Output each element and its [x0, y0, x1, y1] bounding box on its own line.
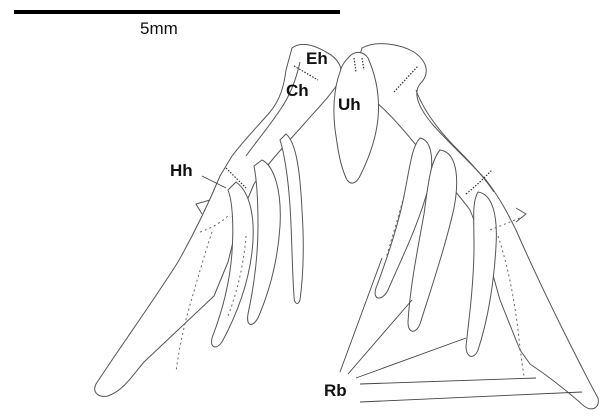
label-hh: Hh: [170, 161, 193, 180]
rb-leader-line-2: [348, 300, 412, 374]
scale-bar-label: 5mm: [140, 19, 178, 38]
hh-leader-line: [202, 176, 226, 188]
label-ch: Ch: [286, 81, 309, 100]
left-ray-dotted-margin-1: [176, 232, 212, 372]
right-ch-eh-suture: [394, 66, 418, 92]
rb-leader-line-1: [340, 258, 382, 372]
left-ray-dotted-margin-3: [200, 214, 230, 232]
label-rb: Rb: [324, 381, 347, 400]
left-branchiostegal-ray-3: [212, 182, 254, 347]
right-hypohyal-tab: [516, 208, 526, 222]
label-uh: Uh: [338, 95, 361, 114]
rb-leader-line-5: [360, 392, 582, 402]
rb-leader-line-3: [356, 338, 466, 378]
urohyal: [334, 52, 379, 183]
left-branchiostegal-ray-1: [280, 134, 303, 303]
right-branchiostegal-ray-3: [466, 192, 496, 356]
rb-leader-line-4: [360, 378, 536, 384]
label-eh: Eh: [306, 49, 328, 68]
left-hypohyal-tab: [196, 200, 210, 214]
